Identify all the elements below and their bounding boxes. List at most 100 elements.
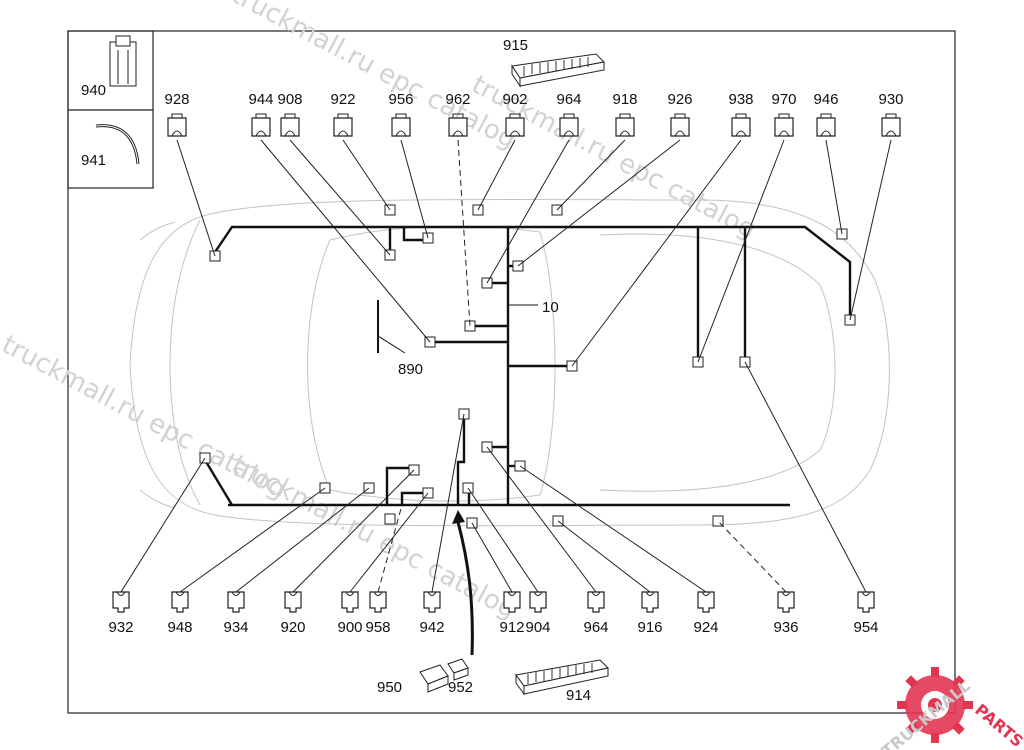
connector-socket <box>427 591 437 596</box>
connector-bottom-924[interactable]: 924 <box>693 591 719 636</box>
harness-segment <box>402 227 428 242</box>
connector-socket <box>885 130 897 137</box>
connector-socket <box>563 130 575 137</box>
leader-line <box>557 520 651 593</box>
connector-label: 916 <box>637 619 662 636</box>
connector-bottom-958[interactable]: 958 <box>365 591 391 636</box>
connector-bottom-942[interactable]: 942 <box>419 591 445 636</box>
connector-label: 938 <box>728 91 753 108</box>
connector-bottom-904[interactable]: 904 <box>525 591 551 636</box>
connector-socket <box>645 591 655 596</box>
leader-line <box>825 139 843 235</box>
routing-arrow <box>456 521 474 656</box>
connector-latch <box>619 113 631 118</box>
connector-top-946[interactable]: 946 <box>813 91 839 137</box>
connector-top-956[interactable]: 956 <box>388 91 414 137</box>
connector-label: 964 <box>556 91 581 108</box>
connector-bottom-932[interactable]: 932 <box>108 591 134 636</box>
connector-bottom-912[interactable]: 912 <box>499 591 525 636</box>
leader-line <box>342 139 391 211</box>
connector-body <box>448 117 468 137</box>
connector-label: 956 <box>388 91 413 108</box>
cable-clip-icon <box>95 124 140 165</box>
connector-body <box>587 591 605 613</box>
connector-top-918[interactable]: 918 <box>612 91 638 137</box>
component-label-952: 952 <box>448 679 473 696</box>
connector-socket <box>591 591 601 596</box>
connector-bottom-964[interactable]: 964 <box>583 591 609 636</box>
connector-socket <box>231 591 241 596</box>
connector-socket <box>674 130 686 137</box>
connector-socket <box>116 591 126 596</box>
connector-top-930[interactable]: 930 <box>878 91 904 137</box>
connector-bottom-936[interactable]: 936 <box>773 591 799 636</box>
watermark-layer: truckmall.ru epc catalog truckmall.ru ep… <box>0 0 761 625</box>
component-label-950: 950 <box>377 679 402 696</box>
connector-top-922[interactable]: 922 <box>330 91 356 137</box>
connector-block-914 <box>515 659 610 696</box>
connector-latch <box>735 113 747 118</box>
connector-bottom-916[interactable]: 916 <box>637 591 663 636</box>
leader-line <box>571 139 742 367</box>
connector-socket <box>288 591 298 596</box>
leader-line <box>556 139 626 211</box>
connector-label: 948 <box>167 619 192 636</box>
connector-top-928[interactable]: 928 <box>164 91 190 137</box>
connector-socket <box>373 591 383 596</box>
connector-body <box>391 117 411 137</box>
connector-body <box>615 117 635 137</box>
connector-bottom-920[interactable]: 920 <box>280 591 306 636</box>
harness-segment <box>456 418 466 505</box>
leader-line <box>292 469 415 593</box>
connector-body <box>503 591 521 613</box>
harness-segment <box>212 225 852 318</box>
connector-top-964[interactable]: 964 <box>556 91 582 137</box>
component-label-915: 915 <box>503 37 528 54</box>
truckmallparts-logo: TRUCKMALL PARTS <box>878 667 1024 750</box>
connector-top-962[interactable]: 962 <box>445 91 471 137</box>
leader-line <box>120 457 206 593</box>
connector-top-902[interactable]: 902 <box>502 91 528 137</box>
connector-body <box>816 117 836 137</box>
connector-top-938[interactable]: 938 <box>728 91 754 137</box>
connector-label: 918 <box>612 91 637 108</box>
connector-socket <box>619 130 631 137</box>
connector-latch <box>563 113 575 118</box>
leader-line <box>477 139 516 211</box>
brand-text-parts: PARTS <box>971 700 1024 750</box>
connector-body <box>731 117 751 137</box>
connector-top-970[interactable]: 970 <box>771 91 797 137</box>
connector-top-926[interactable]: 926 <box>667 91 693 137</box>
leader-line <box>849 139 892 321</box>
diagram-frame <box>67 30 956 714</box>
leader-line <box>517 139 681 267</box>
connector-top-944[interactable]: 944 <box>248 91 274 137</box>
leader-line-dashed <box>377 504 403 593</box>
connector-body <box>559 117 579 137</box>
connector-body <box>369 591 387 613</box>
connector-body <box>167 117 187 137</box>
sensor-unit-952 <box>447 658 469 681</box>
connector-bottom-954[interactable]: 954 <box>853 591 879 636</box>
leader-line <box>519 465 707 593</box>
connector-bottom-948[interactable]: 948 <box>167 591 193 636</box>
connector-bottom-934[interactable]: 934 <box>223 591 249 636</box>
connector-top-908[interactable]: 908 <box>277 91 303 137</box>
connector-bottom-900[interactable]: 900 <box>337 591 363 636</box>
inline-connector <box>712 515 724 527</box>
connector-body <box>670 117 690 137</box>
connector-label: 964 <box>583 619 608 636</box>
connector-body <box>171 591 189 613</box>
connector-body <box>881 117 901 137</box>
connector-socket <box>735 130 747 137</box>
connector-latch <box>452 113 464 118</box>
connector-label: 900 <box>337 619 362 636</box>
connector-socket <box>337 130 349 137</box>
harness-segment <box>385 466 414 505</box>
legend-label-941: 941 <box>81 152 106 169</box>
connector-socket <box>507 591 517 596</box>
legend-panel: 940 941 <box>67 30 154 189</box>
relay-icon <box>109 35 137 87</box>
